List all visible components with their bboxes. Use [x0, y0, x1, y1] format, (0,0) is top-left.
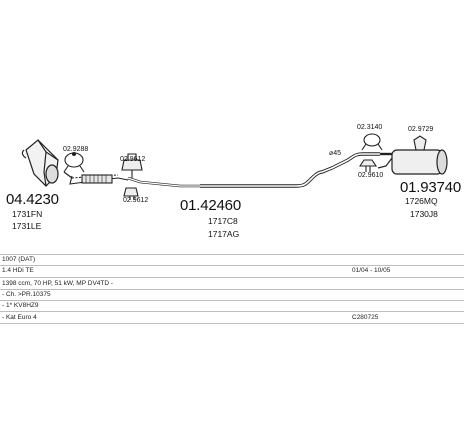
rear-muffler-code: 01.93740 — [400, 179, 461, 196]
table-row-emission: - Kat Euro 4 — [2, 314, 37, 321]
table-rule — [0, 277, 464, 278]
table-rule — [0, 323, 464, 324]
rear-hanger-part — [358, 159, 378, 172]
table-row-certificate: C280725 — [352, 314, 379, 321]
rear-bracket-code: 02.3140 — [357, 124, 383, 131]
middle-pipe-code: 01.42460 — [180, 197, 241, 214]
pipe-diameter: ⌀45 — [329, 150, 342, 157]
table-row-years: 01/04 - 10/05 — [352, 267, 391, 274]
hanger-code-a: 02.9612 — [120, 156, 146, 163]
catalyst-code: 04.4230 — [6, 191, 59, 208]
table-row-engine-code: - 1* KV8HZ9 — [2, 302, 39, 309]
rear-muffler-part — [377, 149, 448, 175]
clamp-part — [63, 151, 85, 173]
clamp-code: 02.9288 — [63, 146, 89, 153]
rear-hanger-code: 02.9610 — [358, 172, 384, 179]
catalyst-ref-2: 1731LE — [12, 221, 42, 231]
table-row-chassis: - Ch. >PR.10375 — [2, 291, 51, 298]
table-row-model: 1007 (DAT) — [2, 256, 36, 263]
rear-bracket-part — [361, 133, 383, 151]
hanger-part-b — [123, 187, 139, 200]
rear-muffler-ref-1: 1726MQ — [405, 196, 438, 206]
catalytic-converter-part — [21, 139, 73, 187]
rear-muffler-ref-2: 1730J8 — [410, 209, 438, 219]
hanger-code-b: 02.9612 — [123, 197, 149, 204]
table-rule — [0, 254, 464, 255]
catalyst-ref-1: 1731FN — [12, 209, 43, 219]
table-rule — [0, 311, 464, 312]
front-flex-pipe — [69, 174, 200, 188]
middle-pipe-ref-2: 1717AG — [208, 229, 240, 239]
table-rule — [0, 265, 464, 266]
middle-pipe-ref-1: 1717C8 — [208, 216, 238, 226]
rear-clip-part — [413, 135, 427, 151]
table-row-specs: 1398 ccm, 70 HP, 51 kW, MP DV4TD - — [2, 280, 114, 287]
middle-pipe — [200, 152, 380, 188]
table-rule — [0, 289, 464, 290]
rear-clip-code: 02.9729 — [408, 126, 434, 133]
table-rule — [0, 300, 464, 301]
table-row-engine: 1.4 HDi TE — [2, 267, 34, 274]
hanger-part — [121, 153, 143, 178]
